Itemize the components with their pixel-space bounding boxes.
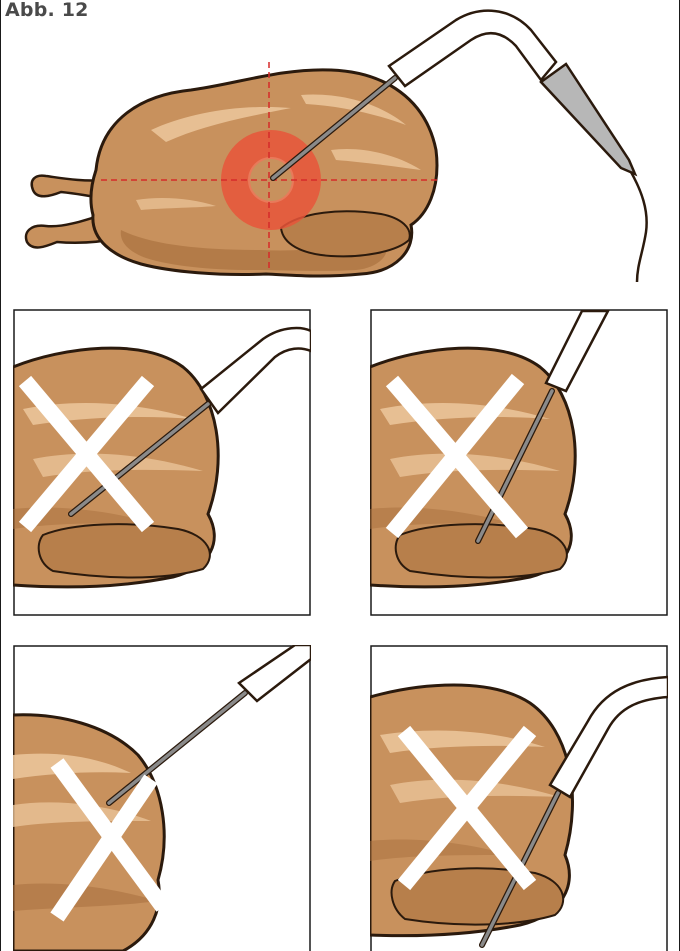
chicken-closeup	[13, 348, 218, 587]
wrong-placement-panel-top-right	[370, 309, 668, 616]
roast-chicken-with-probe-illustration	[1, 0, 680, 290]
wrong-placement-panel-bottom-left	[13, 645, 311, 951]
wrong-placement-panel-bottom-right	[370, 645, 668, 951]
wrong-placement-panel-top-left	[13, 309, 311, 616]
